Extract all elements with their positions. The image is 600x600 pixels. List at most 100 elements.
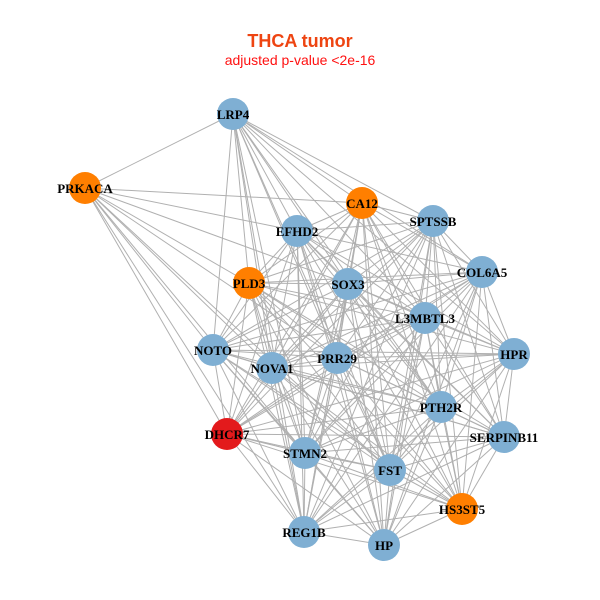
edge-LRP4-SPTSSB xyxy=(232,113,434,222)
edge-LRP4-PTH2R xyxy=(232,113,442,408)
edge-NOTO-HS3ST5 xyxy=(212,349,463,510)
edge-SOX3-NOVA1 xyxy=(271,283,349,369)
node-circle xyxy=(374,454,406,486)
edge-PTH2R-HP xyxy=(383,406,442,546)
edge-HPR-DHCR7 xyxy=(226,353,515,435)
node-hs3st5: HS3ST5 xyxy=(439,493,486,525)
edge-SOX3-FST xyxy=(347,283,391,471)
node-sox3: SOX3 xyxy=(331,268,365,300)
node-label: FST xyxy=(378,463,402,478)
edge-CA12-HPR xyxy=(361,202,515,355)
edge-CA12-L3MBTL3 xyxy=(361,202,426,319)
edge-PLD3-REG1B xyxy=(248,282,305,533)
node-pld3: PLD3 xyxy=(233,267,266,299)
node-label: LRP4 xyxy=(217,107,250,122)
edge-EFHD2-PTH2R xyxy=(296,230,442,408)
node-label: L3MBTL3 xyxy=(395,311,455,326)
edge-EFHD2-NOVA1 xyxy=(271,230,298,369)
node-circle xyxy=(256,352,288,384)
edge-PRKACA-SOX3 xyxy=(84,187,349,285)
node-prkaca: PRKACA xyxy=(57,172,113,204)
node-noto: NOTO xyxy=(194,334,232,366)
node-sptssb: SPTSSB xyxy=(410,205,457,237)
node-hp: HP xyxy=(368,529,400,561)
edge-PLD3-HPR xyxy=(248,282,515,355)
node-label: NOTO xyxy=(194,343,232,358)
edge-NOVA1-HS3ST5 xyxy=(271,367,463,510)
node-label: HPR xyxy=(500,347,528,362)
node-l3mbtl3: L3MBTL3 xyxy=(395,302,455,334)
edge-L3MBTL3-NOVA1 xyxy=(271,317,426,369)
node-label: PRKACA xyxy=(57,181,113,196)
edge-EFHD2-L3MBTL3 xyxy=(296,230,426,319)
node-circle xyxy=(197,334,229,366)
edge-PTH2R-STMN2 xyxy=(304,406,442,454)
edge-PLD3-PRR29 xyxy=(248,282,338,359)
edge-PRKACA-PLD3 xyxy=(84,187,250,284)
edge-LRP4-EFHD2 xyxy=(232,113,298,232)
edge-CA12-DHCR7 xyxy=(226,202,363,435)
node-circle xyxy=(498,338,530,370)
edge-PRR29-HS3ST5 xyxy=(336,357,463,510)
edge-PRR29-HPR xyxy=(336,353,515,359)
edge-CA12-NOVA1 xyxy=(271,202,363,369)
node-hpr: HPR xyxy=(498,338,530,370)
node-label: EFHD2 xyxy=(276,224,319,239)
edge-SERPINB11-REG1B xyxy=(303,436,505,533)
node-circle xyxy=(466,256,498,288)
edge-NOTO-PTH2R xyxy=(212,349,442,408)
node-circle xyxy=(332,268,364,300)
node-label: PTH2R xyxy=(420,400,463,415)
node-label: SERPINB11 xyxy=(470,430,539,445)
edge-PTH2R-DHCR7 xyxy=(226,406,442,435)
edge-EFHD2-HPR xyxy=(296,230,515,355)
edge-PRR29-DHCR7 xyxy=(226,357,338,435)
edge-COL6A5-NOTO xyxy=(212,271,483,351)
edge-CA12-HP xyxy=(361,202,385,546)
edge-PLD3-L3MBTL3 xyxy=(248,282,426,319)
edge-PRKACA-STMN2 xyxy=(84,187,306,454)
node-label: SOX3 xyxy=(331,277,365,292)
node-ca12: CA12 xyxy=(346,187,378,219)
edge-PRKACA-DHCR7 xyxy=(84,187,228,435)
edge-FST-REG1B xyxy=(303,469,391,533)
node-label: COL6A5 xyxy=(457,265,508,280)
edge-STMN2-HP xyxy=(304,452,385,546)
edge-EFHD2-HS3ST5 xyxy=(296,230,463,510)
edge-PTH2R-HS3ST5 xyxy=(440,406,463,510)
edge-SOX3-HP xyxy=(347,283,385,546)
node-circle xyxy=(488,421,520,453)
edge-SPTSSB-PLD3 xyxy=(248,220,434,284)
node-label: REG1B xyxy=(282,525,326,540)
node-label: PLD3 xyxy=(233,276,266,291)
edge-L3MBTL3-DHCR7 xyxy=(226,317,426,435)
edge-COL6A5-STMN2 xyxy=(304,271,483,454)
edge-PRKACA-EFHD2 xyxy=(84,187,298,232)
edge-HS3ST5-REG1B xyxy=(303,508,463,533)
edge-PRKACA-PRR29 xyxy=(84,187,338,359)
edge-L3MBTL3-NOTO xyxy=(212,317,426,351)
edge-NOVA1-PTH2R xyxy=(271,367,442,408)
edge-PRKACA-FST xyxy=(84,187,391,471)
node-fst: FST xyxy=(374,454,406,486)
edge-DHCR7-REG1B xyxy=(226,433,305,533)
edge-LRP4-PLD3 xyxy=(232,113,250,284)
edge-HPR-HP xyxy=(383,353,515,546)
node-circle xyxy=(321,342,353,374)
node-circle xyxy=(346,187,378,219)
node-circle xyxy=(446,493,478,525)
edge-PLD3-HP xyxy=(248,282,385,546)
edge-COL6A5-SOX3 xyxy=(347,271,483,285)
node-serpinb11: SERPINB11 xyxy=(470,421,539,453)
node-circle xyxy=(69,172,101,204)
node-dhcr7: DHCR7 xyxy=(205,418,250,450)
edge-LRP4-NOVA1 xyxy=(232,113,273,369)
edge-HPR-HS3ST5 xyxy=(461,353,515,510)
edge-NOTO-HPR xyxy=(212,349,515,355)
edge-COL6A5-NOVA1 xyxy=(271,271,483,369)
node-pth2r: PTH2R xyxy=(420,391,463,423)
edge-L3MBTL3-FST xyxy=(389,317,426,471)
node-label: PRR29 xyxy=(317,351,357,366)
